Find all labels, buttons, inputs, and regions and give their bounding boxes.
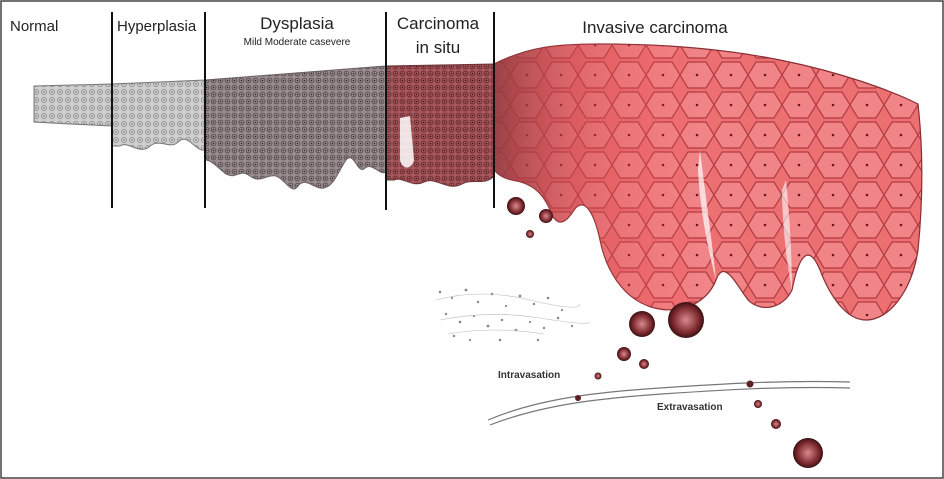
stage-label-normal: Normal: [10, 18, 58, 35]
dysplasia-epithelium: [205, 66, 386, 189]
invading-clump: [617, 347, 631, 361]
label-intravasation: Intravasation: [498, 370, 560, 381]
stage-label-carcinoma: Carcinoma: [386, 14, 490, 34]
invasive-dark-overlay: [494, 44, 700, 320]
stage-label-in-situ: in situ: [386, 38, 490, 58]
stroma-cells: [439, 289, 573, 342]
extravasating-clump: [793, 438, 823, 468]
cell-clump: [507, 197, 525, 215]
stage-label-invasive: Invasive carcinoma: [520, 18, 790, 38]
extravasating-clump: [754, 400, 762, 408]
hyperplasia-epithelium: [112, 80, 205, 150]
invading-clump: [629, 311, 655, 337]
label-extravasation: Extravasation: [657, 402, 723, 413]
vessel-cell: [747, 381, 754, 388]
dysplasia-grades: Mild Moderate casevere: [212, 37, 382, 48]
normal-epithelium: [34, 84, 112, 126]
cell-clump: [539, 209, 553, 223]
stroma-fibers: [436, 294, 590, 334]
extravasating-clump: [771, 419, 781, 429]
stage-label-hyperplasia: Hyperplasia: [117, 18, 196, 35]
cell-clump: [526, 230, 534, 238]
stage-label-dysplasia: Dysplasia: [212, 14, 382, 34]
vessel-cell: [575, 395, 581, 401]
invading-clump: [595, 373, 602, 380]
invading-clump: [639, 359, 649, 369]
invading-clump: [668, 302, 704, 338]
